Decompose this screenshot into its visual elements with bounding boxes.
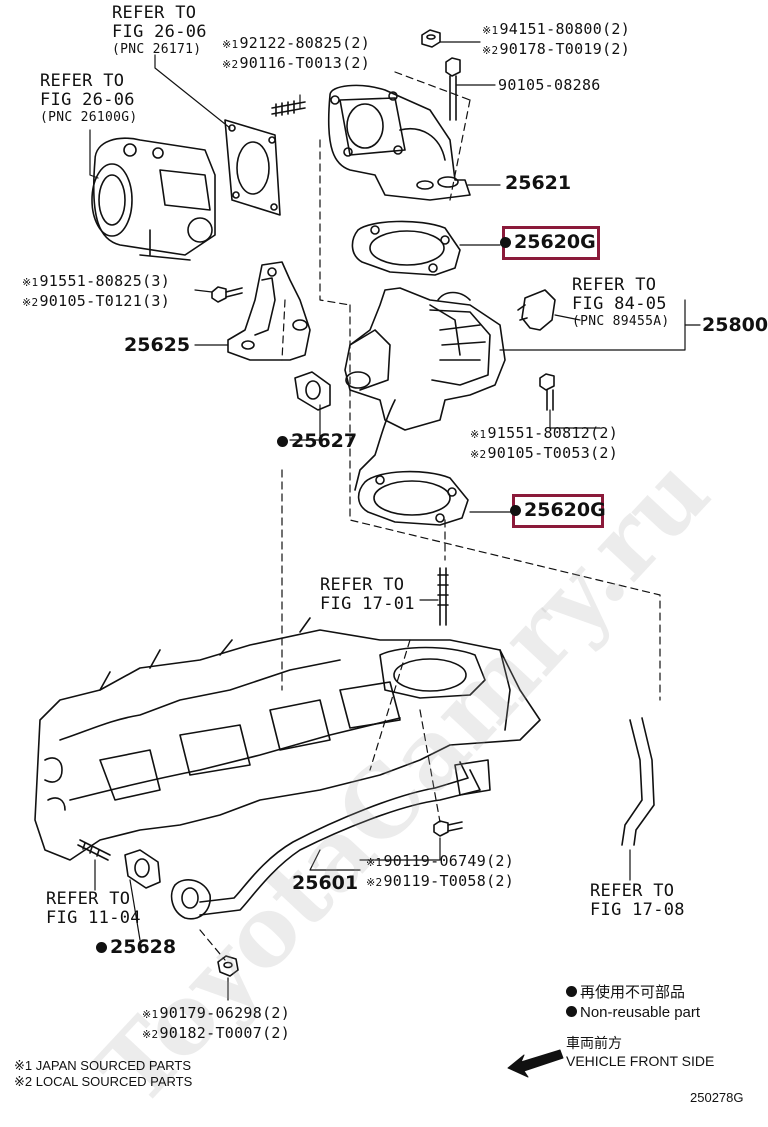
footnotes: ※1 JAPAN SOURCED PARTS ※2 LOCAL SOURCED … — [14, 1058, 193, 1089]
nonreusable-dot-icon — [277, 436, 288, 447]
right-bolt-drawing — [539, 373, 555, 411]
egr-valve-drawing — [344, 287, 506, 491]
nonreusable-dot-icon — [96, 942, 107, 953]
left-bolt-drawing — [211, 286, 243, 303]
gasket-bottom-drawing — [357, 470, 469, 526]
hose-drawing — [621, 717, 655, 846]
long-bolt-label: 90105-08286 — [498, 76, 601, 94]
part-25627-label: 25627 — [277, 432, 357, 451]
stud-middle-drawing — [437, 567, 449, 626]
egr-pipe-drawing — [170, 759, 491, 920]
front-arrow-icon — [507, 1049, 564, 1078]
legend-dot-icon — [566, 1006, 577, 1017]
part-25620g-top-label: 25620G — [500, 233, 596, 252]
bracket-drawing — [227, 261, 311, 361]
refer-26-06-b: REFER TO FIG 26-06 (PNC 26100G) — [40, 71, 138, 126]
nonreusable-dot-icon — [500, 237, 511, 248]
bottom-nut-drawing — [217, 955, 239, 977]
part-25800-label: 25800 — [702, 314, 768, 336]
pipe-bolt-drawing — [433, 820, 463, 837]
stud-top-label: ※192122-80825(2) ※290116-T0013(2) — [222, 34, 371, 72]
top-nut-drawing — [421, 29, 441, 48]
part-25620g-bottom-label: 25620G — [510, 501, 606, 520]
sensor-drawing — [517, 289, 556, 331]
exploded-parts-diagram — [34, 29, 701, 1078]
bolt-right-label: ※191551-80812(2) ※290105-T0053(2) — [470, 424, 619, 462]
small-gasket-top-drawing — [294, 371, 331, 411]
intake-connector-drawing — [327, 84, 471, 201]
assembly-dash-lines — [199, 71, 661, 961]
small-gasket-bottom-drawing — [124, 849, 161, 889]
throttle-gasket-drawing — [224, 119, 281, 216]
bolt-pipe-label: ※190119-06749(2) ※290119-T0058(2) — [366, 852, 515, 890]
nut-top-label: ※194151-80800(2) ※290178-T0019(2) — [482, 20, 631, 58]
part-25628-label: 25628 — [96, 938, 176, 957]
legend-front: 車両前方 VEHICLE FRONT SIDE — [566, 1035, 715, 1069]
intake-manifold-drawing — [34, 617, 541, 861]
refer-84-05: REFER TO FIG 84-05 (PNC 89455A) — [572, 275, 670, 330]
gasket-top-drawing — [351, 220, 461, 276]
refer-17-01: REFER TO FIG 17-01 — [320, 575, 415, 614]
nonreusable-dot-icon — [510, 505, 521, 516]
leader-lines — [89, 41, 701, 1001]
legend-dot-icon — [566, 986, 577, 997]
part-25621-label: 25621 — [505, 172, 572, 194]
part-25601-label: 25601 — [292, 872, 359, 894]
refer-11-04: REFER TO FIG 11-04 — [46, 889, 141, 928]
bolt-left-label: ※191551-80825(3) ※290105-T0121(3) — [22, 272, 171, 310]
stud-lower-drawing — [77, 839, 111, 861]
nut-bottom-label: ※190179-06298(2) ※290182-T0007(2) — [142, 1004, 291, 1042]
part-25625-label: 25625 — [124, 334, 191, 356]
refer-17-08: REFER TO FIG 17-08 — [590, 881, 685, 920]
refer-26-06-a: REFER TO FIG 26-06 (PNC 26171) — [112, 3, 207, 58]
long-bolt-drawing — [445, 57, 461, 121]
figure-id: 250278G — [690, 1090, 744, 1105]
legend-nonreusable: 再使用不可部品 Non-reusable part — [566, 983, 700, 1023]
throttle-body-drawing — [91, 137, 216, 261]
